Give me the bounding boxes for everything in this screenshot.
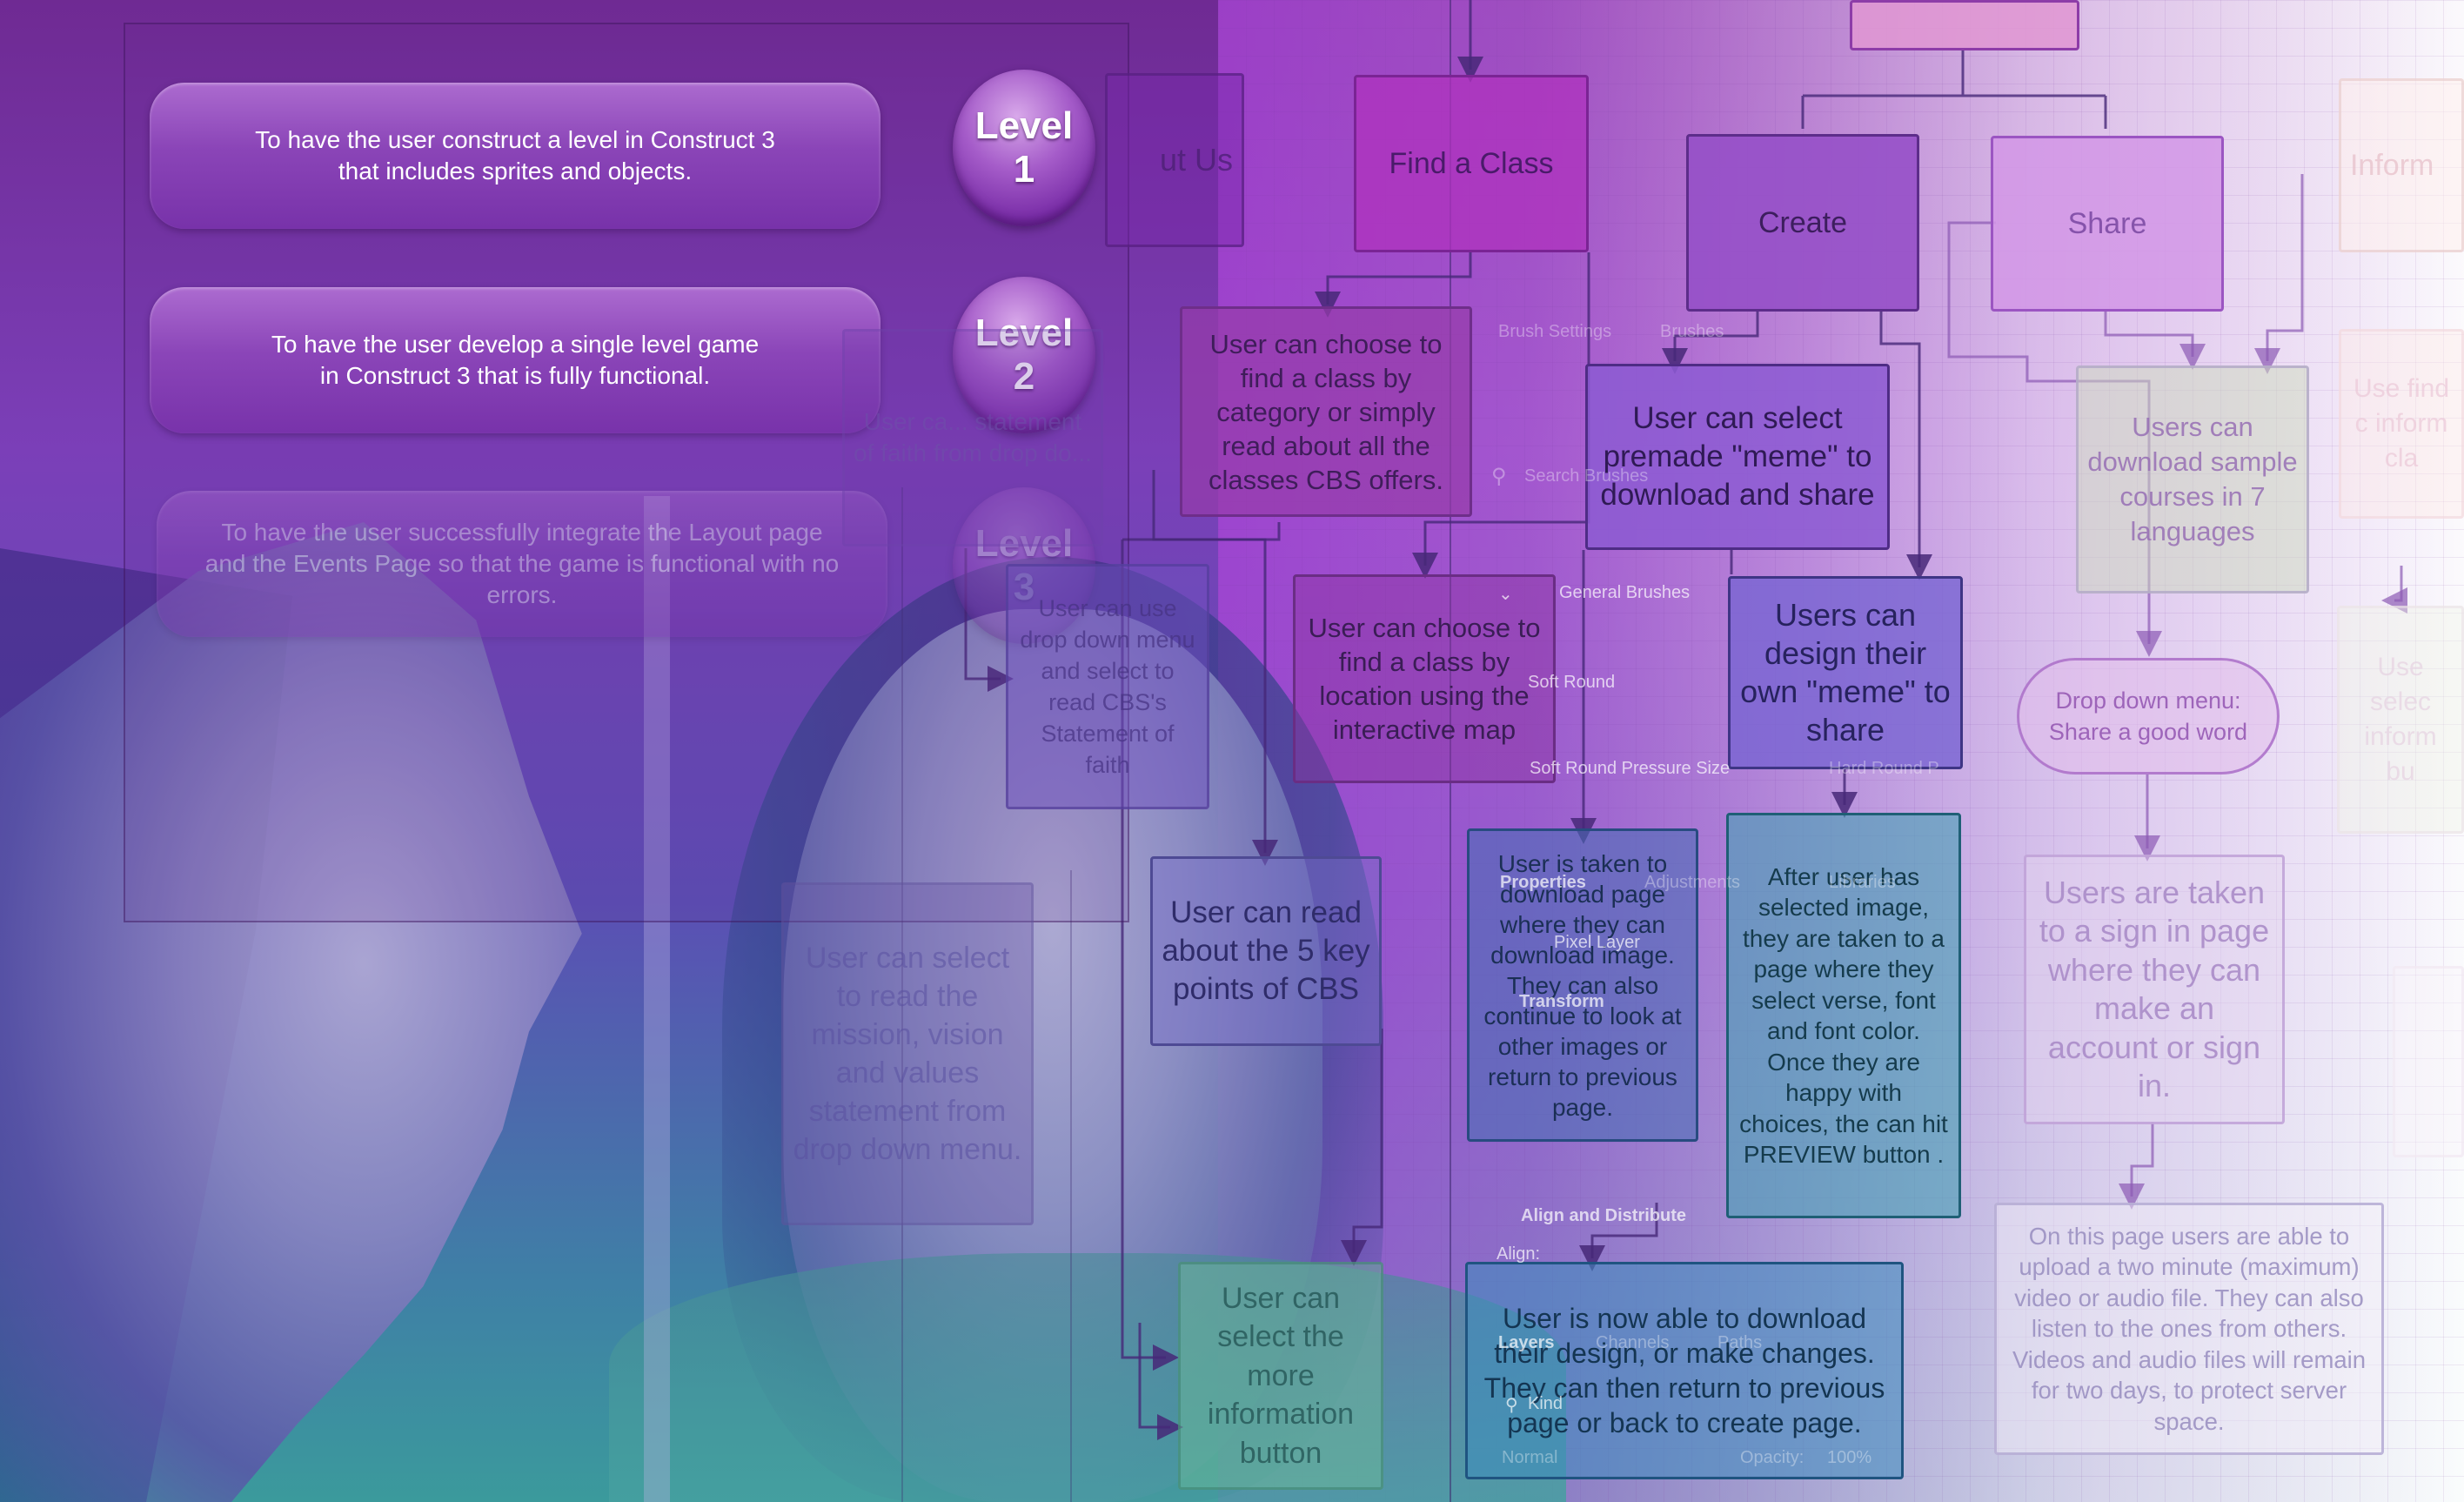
node-more-info: User can select the more information but… bbox=[1178, 1262, 1383, 1490]
badge-number: 2 bbox=[1013, 355, 1035, 398]
objective-line: that includes sprites and objects. bbox=[338, 158, 693, 184]
objective-line: in Construct 3 that is fully functional. bbox=[319, 362, 711, 389]
properties-tab: Properties bbox=[1500, 873, 1586, 892]
vertical-divider-line bbox=[1070, 870, 1072, 1502]
pixel-layer-label: Pixel Layer bbox=[1554, 933, 1640, 952]
search-icon: ⚲ bbox=[1491, 465, 1507, 488]
node-about-us: ut Us bbox=[1105, 73, 1244, 247]
brush-hard-round: Hard Round P bbox=[1829, 759, 1939, 778]
node-label: User can select premade "meme" to downlo… bbox=[1600, 401, 1875, 512]
node-top-root bbox=[1850, 0, 2079, 50]
node-download-samples: Users can download sample courses in 7 l… bbox=[2076, 365, 2309, 593]
node-select-meme: User can select premade "meme" to downlo… bbox=[1585, 364, 1890, 550]
node-label: On this page users are able to upload a … bbox=[2012, 1222, 2367, 1435]
filter-search-icon: ⚲ bbox=[1505, 1396, 1518, 1415]
vertical-divider-line bbox=[1450, 0, 1451, 1502]
node-label: User ca... statement of faith from drop … bbox=[854, 408, 1092, 466]
girl-front-shirt bbox=[609, 1253, 1566, 1502]
node-find-a-class: Find a Class bbox=[1354, 75, 1589, 252]
node-label: Drop down menu: Share a good word bbox=[2048, 687, 2248, 745]
objective-text-1: To have the user construct a level in Co… bbox=[255, 124, 775, 187]
channels-tab: Channels bbox=[1596, 1333, 1670, 1352]
node-share: Share bbox=[1991, 136, 2224, 312]
align-distribute-section: Align and Distribute bbox=[1521, 1206, 1686, 1225]
brushes-tab: Brushes bbox=[1660, 322, 1724, 341]
vertical-divider-line bbox=[901, 487, 903, 1502]
node-select-info-partial: Use selec inform bu bbox=[2337, 606, 2464, 834]
node-faith-partial: User ca... statement of faith from drop … bbox=[842, 329, 1103, 546]
node-create: Create bbox=[1686, 134, 1919, 312]
node-label: Create bbox=[1758, 205, 1848, 239]
chevron-down-icon: ⌄ bbox=[1498, 585, 1513, 604]
search-brushes-input: Search Brushes bbox=[1524, 466, 1649, 486]
node-label: User can read about the 5 key points of … bbox=[1162, 895, 1370, 1006]
node-label: User is now able to download their desig… bbox=[1483, 1303, 1885, 1438]
node-information-partial: Inform bbox=[2339, 78, 2464, 252]
blend-mode-select: Normal bbox=[1502, 1448, 1558, 1467]
adjustments-tab: Adjustments bbox=[1644, 873, 1741, 892]
layer-kind-filter: Kind bbox=[1528, 1394, 1563, 1413]
libraries-tab: Libraries bbox=[1829, 873, 1896, 892]
objective-pill-2: To have the user develop a single level … bbox=[150, 287, 880, 433]
node-label: Inform bbox=[2350, 148, 2434, 182]
node-label: Use selec inform bu bbox=[2364, 653, 2437, 786]
node-download-design: User is now able to download their desig… bbox=[1465, 1262, 1904, 1479]
objective-text-3: To have the user successfully integrate … bbox=[191, 517, 853, 611]
badge-word: Level bbox=[974, 522, 1074, 565]
node-label: User can choose to find a class by locat… bbox=[1308, 613, 1541, 745]
badge-word: Level bbox=[974, 312, 1074, 354]
node-label: User can select to read the mission, vis… bbox=[793, 942, 1022, 1166]
paths-tab: Paths bbox=[1717, 1333, 1763, 1352]
node-find-by-location: User can choose to find a class by locat… bbox=[1293, 574, 1556, 783]
brush-soft-round: Soft Round bbox=[1528, 673, 1616, 692]
node-after-select: After user has selected image, they are … bbox=[1726, 813, 1961, 1218]
objective-pill-1: To have the user construct a level in Co… bbox=[150, 83, 880, 229]
node-label: User is taken to download page where the… bbox=[1483, 849, 1682, 1121]
node-download-page: User is taken to download page where the… bbox=[1467, 828, 1698, 1142]
node-key-points: User can read about the 5 key points of … bbox=[1150, 856, 1382, 1046]
general-brushes-folder: General Brushes bbox=[1559, 583, 1691, 602]
objective-pill-3: To have the user successfully integrate … bbox=[157, 491, 887, 637]
node-design-meme: Users can design their own "meme" to sha… bbox=[1728, 576, 1963, 769]
objective-line: To have the user successfully integrate … bbox=[221, 519, 823, 546]
node-statement-faith: User can use drop down menu and select t… bbox=[1006, 564, 1209, 809]
node-label: After user has selected image, they are … bbox=[1739, 862, 1948, 1169]
badge-number: 1 bbox=[1013, 148, 1035, 191]
node-label: Users can download sample courses in 7 l… bbox=[2087, 412, 2298, 546]
node-label: Share bbox=[2067, 206, 2147, 240]
brush-settings-tab: Brush Settings bbox=[1498, 322, 1612, 341]
node-upload-video: On this page users are able to upload a … bbox=[1994, 1203, 2384, 1455]
vertical-light-band bbox=[644, 496, 670, 1502]
layers-tab: Layers bbox=[1498, 1333, 1555, 1352]
objective-line: To have the user construct a level in Co… bbox=[255, 126, 775, 153]
node-label: Use find c inform cla bbox=[2353, 374, 2450, 473]
objective-line: and the Events Page so that the game is … bbox=[204, 550, 840, 608]
node-label: Find a Class bbox=[1389, 146, 1554, 180]
node-label: User can select the more information but… bbox=[1207, 1281, 1355, 1470]
node-label: Users can design their own "meme" to sha… bbox=[1740, 597, 1951, 748]
opacity-value: 100% bbox=[1827, 1448, 1872, 1467]
node-choose-category: User can choose to find a class by categ… bbox=[1180, 306, 1472, 517]
node-label: User can use drop down menu and select t… bbox=[1020, 595, 1195, 778]
node-find-info-partial: Use find c inform cla bbox=[2339, 329, 2464, 519]
objective-text-2: To have the user develop a single level … bbox=[271, 329, 759, 392]
brush-soft-round-pressure: Soft Round Pressure Size bbox=[1530, 759, 1731, 778]
node-dropdown-share: Drop down menu: Share a good word bbox=[2017, 658, 2280, 774]
level-2-badge: Level 2 bbox=[953, 277, 1095, 433]
node-mission-vision: User can select to read the mission, vis… bbox=[781, 882, 1034, 1225]
node-partial-right-edge bbox=[2393, 966, 2464, 1157]
transform-section: Transform bbox=[1519, 992, 1604, 1011]
level-1-badge: Level 1 bbox=[953, 70, 1095, 226]
objective-line: To have the user develop a single level … bbox=[271, 331, 760, 358]
node-label: User can choose to find a class by categ… bbox=[1209, 328, 1443, 495]
badge-word: Level bbox=[974, 104, 1074, 147]
node-sign-in: Users are taken to a sign in page where … bbox=[2024, 855, 2285, 1124]
node-label: Users are taken to a sign in page where … bbox=[2039, 874, 2270, 1104]
align-label: Align: bbox=[1496, 1244, 1541, 1264]
opacity-label: Opacity: bbox=[1740, 1448, 1804, 1467]
node-label: ut Us bbox=[1159, 142, 1233, 178]
